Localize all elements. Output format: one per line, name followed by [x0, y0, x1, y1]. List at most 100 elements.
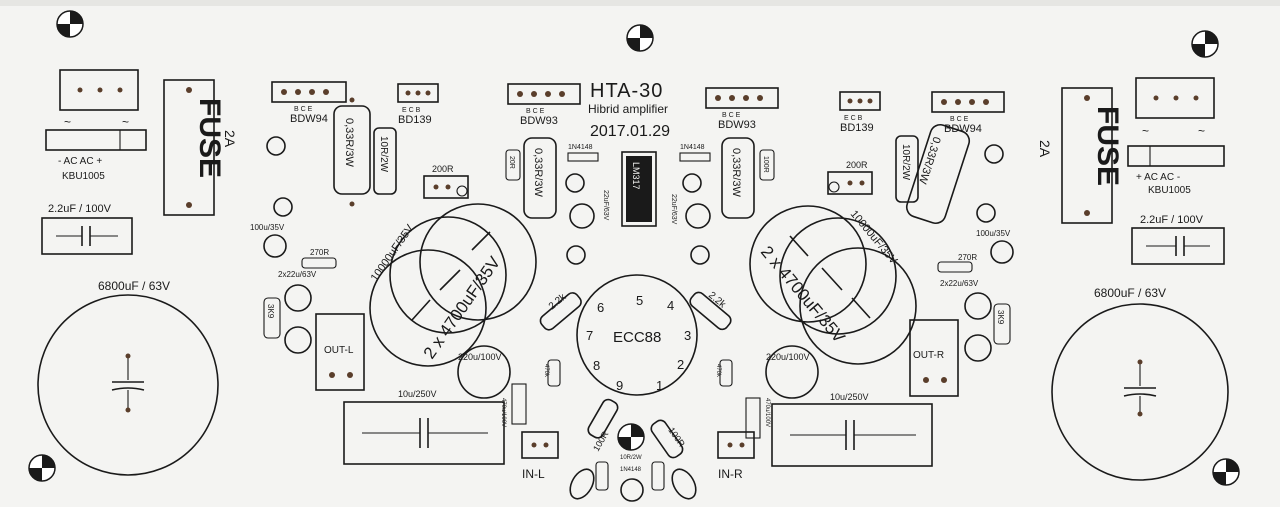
main-cap-right: 6800uF / 63V — [1051, 286, 1229, 481]
cap-2x22u-right: 2x22u/63V — [940, 279, 992, 362]
transistor-bd139-left: E C B BD139 — [397, 83, 439, 126]
c220u-label-right: 220u/100V — [766, 352, 810, 362]
fiducial-bottom-right — [1212, 458, 1240, 486]
c10u-label-left: 10u/250V — [398, 389, 437, 399]
fiducial-top-left — [56, 10, 84, 38]
fuse-label-right: FUSE — [1091, 106, 1124, 186]
main-cap-left: 6800uF / 63V — [37, 279, 219, 476]
board-subtitle: Hibrid amplifier — [588, 102, 668, 116]
r033-label-left: 0,33R/3W — [343, 118, 355, 168]
r3k9-label-left: 3K9 — [266, 304, 275, 319]
film-cap-label-right: 2.2uF / 100V — [1140, 214, 1204, 226]
transistor-small-right-1 — [984, 144, 1004, 164]
r270-label-left: 270R — [310, 248, 329, 257]
bdw94-label-right: BDW94 — [944, 123, 982, 135]
resistor-bottom-right — [671, 468, 697, 500]
transistor-small-left-2 — [273, 197, 293, 217]
bd139-label-left: BD139 — [398, 114, 432, 126]
transistor-bd139-right: E C B BD139 — [839, 91, 881, 134]
r10r-label-left: 10R/2W — [378, 136, 389, 173]
c2x22-label-left: 2x22u/63V — [278, 270, 317, 279]
r033c-label-left: 0,33R/3W — [532, 148, 544, 198]
bdw93-label-left: BDW93 — [520, 115, 558, 127]
bridge-part-label-right: KBU1005 — [1148, 185, 1191, 196]
tube-pin-2: 2 — [677, 357, 684, 372]
trimmer-200r-right: 200R — [827, 160, 873, 195]
trimmer-label-left: 200R — [432, 164, 454, 174]
resistor-033r-center-right: 0,33R/3W — [721, 137, 755, 219]
resistor-10r-left: 10R/2W — [373, 127, 397, 195]
c100u-label-right: 100u/35V — [976, 229, 1011, 238]
c22u-label-right: 22uF/63V — [670, 194, 677, 225]
cap-470u-left: 470u/100V — [500, 383, 527, 427]
title-block: HTA-30 Hibrid amplifier 2017.01.29 — [588, 80, 670, 140]
out-label-left: OUT-L — [324, 345, 354, 356]
svg-text:~: ~ — [1142, 124, 1149, 138]
fiducial-bottom-left — [28, 454, 56, 482]
film-cap-label-left: 2.2uF / 100V — [48, 203, 112, 215]
tube-label: ECC88 — [613, 329, 661, 346]
r470k-label-right: 470k — [715, 364, 721, 378]
transistor-small-center-1 — [565, 173, 585, 193]
diode-bottom-left — [595, 461, 609, 491]
transistor-small-center-3 — [682, 173, 702, 193]
fuse-label-left: FUSE — [193, 98, 226, 178]
resistor-470k-right: 470k — [715, 359, 733, 387]
pin-labels-bdw93-right: B C E — [722, 112, 741, 119]
regulator-lm317: LM317 — [621, 151, 657, 227]
bridge-rectifier-right: + AC AC - KBU1005 — [1127, 145, 1225, 196]
c220u-label-left: 220u/100V — [458, 352, 502, 362]
c22u-label-left: 22uF/63V — [602, 190, 609, 221]
r100r-label: 100R — [762, 156, 769, 173]
r3k9-label-right: 3K9 — [996, 310, 1005, 325]
lm317-label: LM317 — [631, 162, 641, 190]
transistor-bdw93-right: B C E BDW93 — [705, 87, 779, 131]
tube-pin-7: 7 — [586, 328, 593, 343]
test-point-bottom — [620, 478, 644, 502]
in-label-right: IN-R — [718, 467, 743, 481]
transistor-small-right-2 — [976, 203, 996, 223]
board-title: HTA-30 — [590, 80, 663, 102]
transistor-bdw93-left: B C E BDW93 — [507, 83, 581, 127]
cap-22u-right: 22uF/63V — [670, 194, 711, 229]
fuse-holder-left: FUSE 2A — [163, 79, 238, 216]
trimmer-label-right: 200R — [846, 160, 868, 170]
d1n4148-label-right: 1N4148 — [680, 144, 705, 151]
resistor-033r-left: 0,33R/3W — [333, 97, 371, 207]
tube-pin-3: 3 — [684, 328, 691, 343]
cap-470u-right: 470u/100V — [745, 397, 770, 439]
tube-pin-6: 6 — [597, 300, 604, 315]
r20r-label: 20R — [508, 156, 515, 169]
resistor-3k9-left: 3K9 — [263, 297, 281, 339]
r10r2w-bottom-label: 10R/2W — [620, 455, 642, 461]
bridge-rectifier-left: - AC AC + KBU1005 — [45, 129, 147, 182]
tube-pin-5: 5 — [636, 293, 643, 308]
c470u-label-right: 470u/100V — [764, 398, 770, 427]
tube-socket-ecc88: ECC88 1 2 3 4 5 6 7 8 9 — [576, 274, 698, 396]
tube-pin-9: 9 — [616, 378, 623, 393]
main-cap-label-right: 6800uF / 63V — [1094, 286, 1166, 300]
pin-labels-bdw93-left: B C E — [526, 108, 545, 115]
resistor-270r-right: 270R — [937, 253, 977, 273]
fuse-rating-right: 2A — [1037, 140, 1053, 158]
resistor-20r: 20R — [505, 149, 521, 181]
input-connector-right: IN-R — [717, 431, 755, 481]
bridge-pins-label-right: + AC AC - — [1136, 172, 1180, 183]
tube-pin-8: 8 — [593, 358, 600, 373]
cap-220u-right: 220u/100V — [765, 345, 819, 399]
power-connector-right: ~ ~ — [1135, 77, 1215, 138]
resistor-bottom-left — [569, 468, 595, 500]
film-cap-right: 2.2uF / 100V — [1131, 214, 1225, 265]
c2x22-label-right: 2x22u/63V — [940, 279, 979, 288]
bridge-pins-label-left: - AC AC + — [58, 156, 102, 167]
main-cap-label-left: 6800uF / 63V — [98, 279, 170, 293]
cap-220u-left: 220u/100V — [457, 345, 511, 399]
cap-2x22u-left: 2x22u/63V — [278, 270, 317, 354]
cap-10u250-right: 10u/250V — [771, 392, 933, 467]
diode-1n4148-right: 1N4148 — [679, 144, 711, 162]
board-date: 2017.01.29 — [590, 123, 670, 140]
bridge-part-label-left: KBU1005 — [62, 171, 105, 182]
fuse-rating-left: 2A — [222, 130, 238, 148]
